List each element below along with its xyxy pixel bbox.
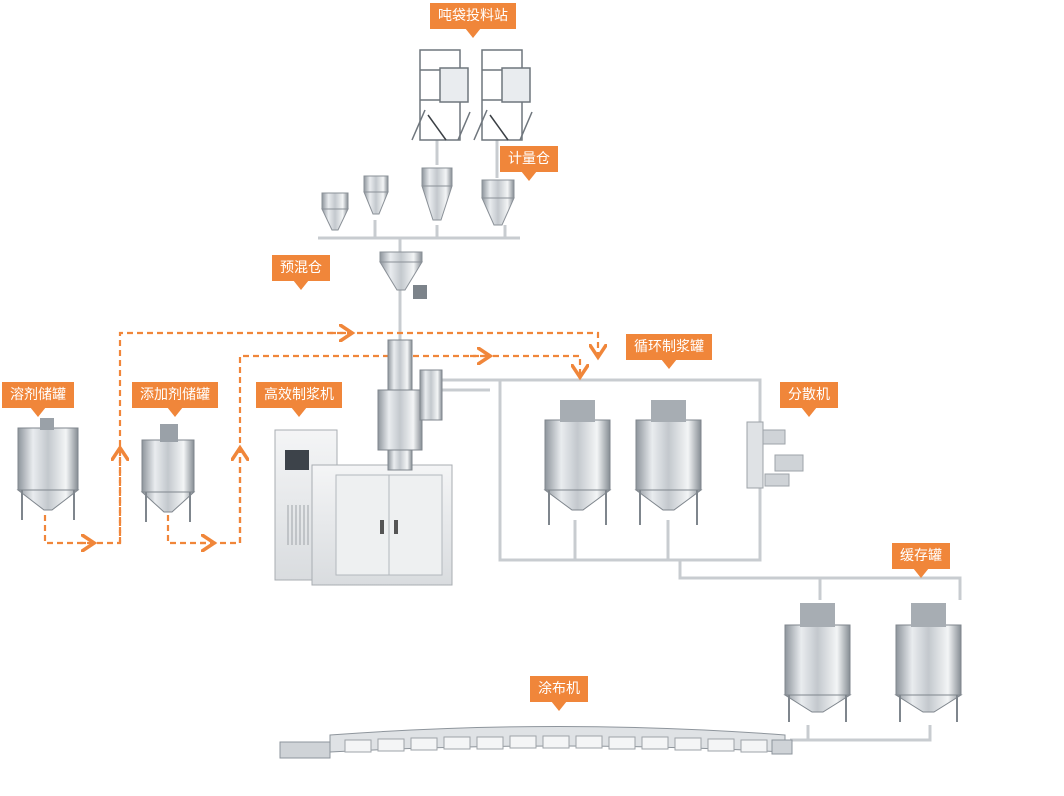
label-circulation-tank: 循环制浆罐 <box>626 334 712 369</box>
label-metering-bin: 计量仓 <box>500 146 558 181</box>
coating-machine <box>279 726 793 759</box>
label-buffer-tank: 缓存罐 <box>892 543 950 578</box>
label-bag-station: 吨袋投料站 <box>430 3 516 38</box>
circulation-tank-2 <box>634 400 703 525</box>
premix-bin <box>379 251 427 299</box>
hopper-small-2 <box>363 175 389 215</box>
additive-tank <box>140 424 196 522</box>
label-pulping-machine: 高效制浆机 <box>256 382 342 417</box>
metering-bin-2 <box>481 179 515 226</box>
label-disperser: 分散机 <box>780 382 838 417</box>
flow-lines <box>43 333 598 543</box>
bag-dump-station-1 <box>411 49 471 141</box>
label-premix-bin: 预混仓 <box>272 255 330 290</box>
label-additive-tank: 添加剂储罐 <box>132 382 218 417</box>
buffer-tank-1 <box>783 603 852 722</box>
circulation-tank-1 <box>543 400 612 525</box>
disperser <box>746 421 804 489</box>
solvent-tank <box>16 418 80 520</box>
bag-dump-station-2 <box>473 49 533 141</box>
hopper-small-1 <box>321 192 349 231</box>
pulping-machine <box>274 339 453 586</box>
label-solvent-tank: 溶剂储罐 <box>2 382 74 417</box>
buffer-tank-2 <box>894 603 963 722</box>
metering-bin-1 <box>421 167 453 221</box>
label-coater: 涂布机 <box>530 676 588 711</box>
